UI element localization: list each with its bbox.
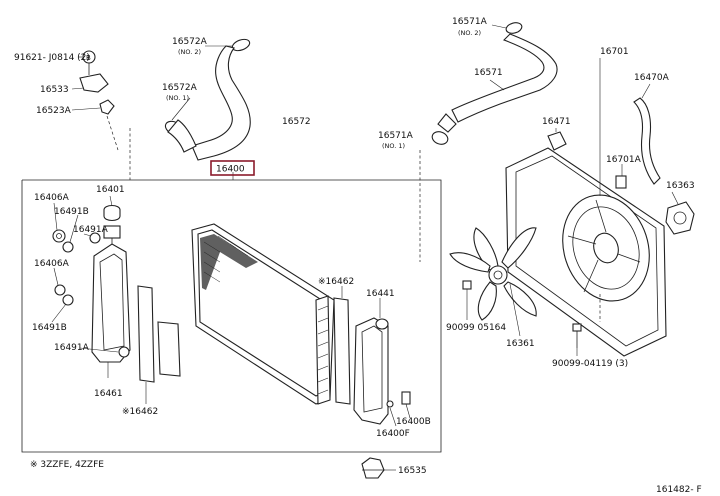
label-16572a-top-sub: (NO. 2) [178, 48, 201, 56]
radiator-right-tank [353, 298, 411, 427]
fan-hub [488, 265, 508, 285]
fan-blade [503, 281, 537, 317]
fan-blade [477, 281, 497, 321]
label-16571: 16571 [474, 68, 503, 78]
nut-icon [462, 280, 472, 290]
gasket-16462-right [333, 286, 351, 405]
label-90099-05164: 90099 05164 [446, 323, 506, 333]
drain-plug-icon [54, 284, 66, 296]
label-16406a-top: 16406A [34, 193, 70, 203]
footnote: ※ 3ZZFE, 4ZZFE [30, 460, 104, 470]
label-16491b-bot: 16491B [32, 323, 67, 333]
o-ring-icon [386, 400, 394, 408]
label-16462-top: ※16462 [318, 277, 354, 287]
label-16701: 16701 [600, 47, 629, 57]
label-16461: 16461 [94, 389, 123, 399]
radiator-cap-icon [103, 204, 121, 222]
label-16571a-top: 16571A [452, 17, 488, 27]
clip-16523a [99, 99, 115, 115]
core-fins [200, 234, 258, 290]
label-91621: 91621- J0814 (2) [14, 53, 90, 63]
label-16572a-top: 16572A [172, 37, 208, 47]
label-16400: 16400 [216, 165, 245, 175]
drain-plug-icon [52, 229, 66, 243]
label-90099-04119: 90099-04119 (3) [552, 359, 628, 369]
label-16462-bottom: ※16462 [122, 407, 158, 417]
inlet-neck [375, 318, 389, 330]
label-16535: 16535 [398, 466, 427, 476]
label-16406a-bot: 16406A [34, 259, 70, 269]
hose-body [451, 33, 558, 123]
gasket-16462-left [137, 285, 181, 404]
hose-16572 [129, 38, 251, 180]
fan-motor-16363 [665, 191, 695, 235]
drain-cock-icon [401, 391, 411, 405]
radiator-core [191, 223, 335, 405]
label-16491b-top: 16491B [54, 207, 89, 217]
label-16533: 16533 [40, 85, 69, 95]
o-ring-icon [62, 241, 74, 253]
bracket-16471 [547, 131, 567, 151]
label-16401: 16401 [96, 185, 125, 195]
connector-16701a [615, 175, 627, 189]
label-16400b: 16400B [396, 417, 431, 427]
tank-body [353, 317, 389, 425]
label-16491a-bot: 16491A [54, 343, 90, 353]
bracket-group: B [71, 50, 119, 151]
bracket-16533 [79, 73, 109, 93]
label-16571a-mid-sub: (NO. 1) [382, 142, 405, 150]
highlight-box [210, 160, 255, 176]
clip-16535 [361, 457, 396, 479]
radiator-left-tank [51, 195, 131, 378]
label-16441: 16441 [366, 289, 395, 299]
label-16523a: 16523A [36, 106, 72, 116]
label-16572: 16572 [282, 117, 311, 127]
fan-motor [593, 232, 619, 264]
fan-16361 [449, 227, 601, 356]
filler-neck [103, 225, 121, 239]
label-16571a-mid: 16571A [378, 131, 414, 141]
clamp-icon [505, 22, 523, 34]
o-ring-icon [89, 232, 101, 244]
fan-blade [473, 227, 499, 271]
o-ring-icon [62, 294, 74, 306]
label-16361: 16361 [506, 339, 535, 349]
label-16572a-mid-sub: (NO. 1) [166, 94, 189, 102]
fan-blade [449, 252, 491, 273]
figure-id: 161482- F [656, 485, 702, 495]
clamp-icon [431, 131, 449, 145]
fan-blade [501, 227, 537, 269]
label-16701a: 16701A [606, 155, 642, 165]
clamp-icon [231, 38, 251, 52]
radiator-assembly-frame [21, 172, 442, 453]
hose-16470a [633, 83, 661, 185]
o-ring-icon [118, 346, 130, 358]
label-16471: 16471 [542, 117, 571, 127]
label-16363: 16363 [666, 181, 695, 191]
svg-text:B: B [86, 54, 91, 62]
labels: 91621- J0814 (2) 16533 16523A 16572A (NO… [14, 17, 702, 495]
label-16470a: 16470A [634, 73, 670, 83]
label-16491a-top: 16491A [73, 225, 109, 235]
callout-16400[interactable]: 16400 [210, 160, 255, 176]
hose-16571 [419, 22, 558, 262]
fan-shroud [505, 58, 667, 357]
label-16572a-mid: 16572A [162, 83, 198, 93]
label-16400f: 16400F [376, 429, 410, 439]
label-16571a-top-sub: (NO. 2) [458, 29, 481, 37]
hose-body [191, 45, 251, 161]
bolt-icon [572, 323, 582, 332]
